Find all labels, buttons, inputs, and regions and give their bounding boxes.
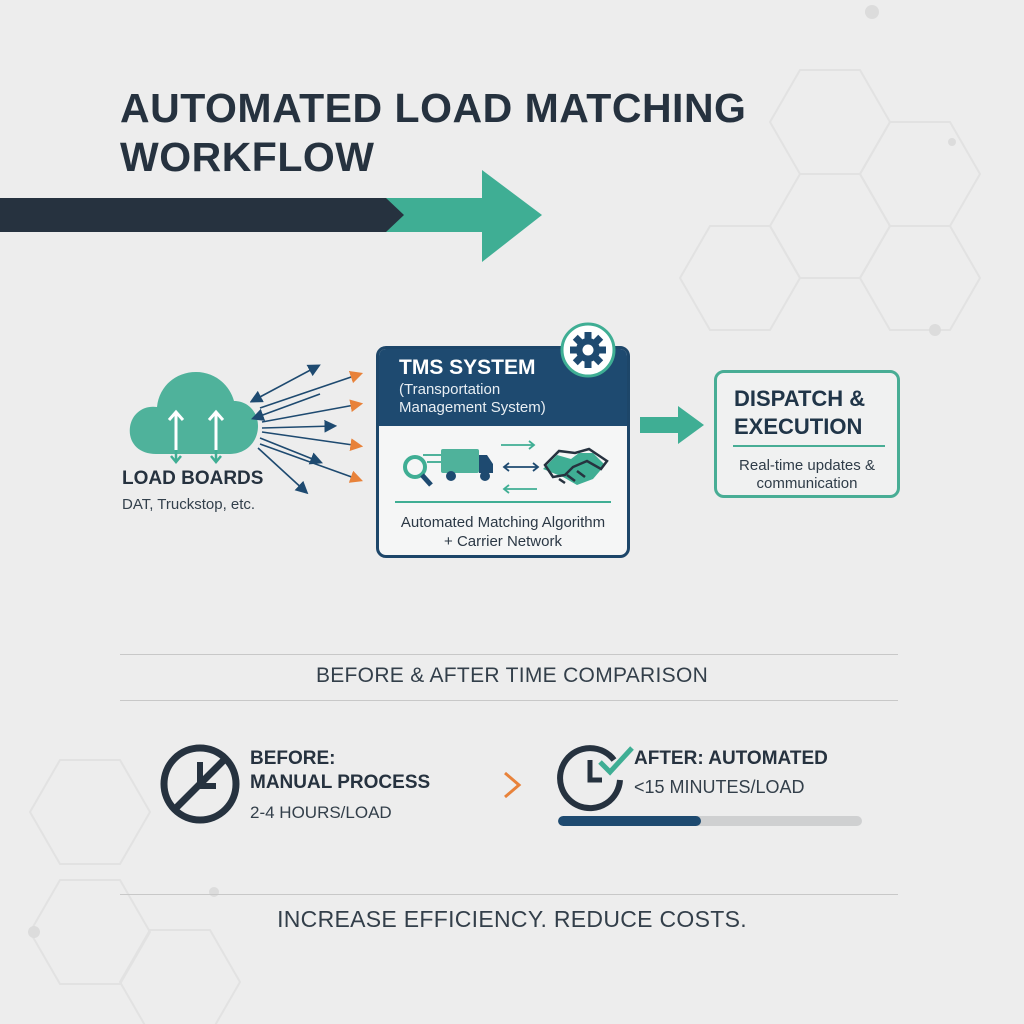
after-time-value: <15 MINUTES/LOAD bbox=[634, 777, 805, 797]
after-label: AFTER: AUTOMATED bbox=[634, 748, 828, 769]
truck-icon bbox=[423, 449, 493, 481]
tms-footer-line-1: Automated Matching Algorithm bbox=[400, 514, 606, 531]
page-title: AUTOMATED LOAD MATCHING WORKFLOW bbox=[120, 84, 746, 182]
dispatch-title: DISPATCH & EXECUTION bbox=[734, 385, 865, 441]
divider-top bbox=[120, 654, 898, 655]
tms-footer-line-2: + Carrier Network bbox=[444, 533, 562, 550]
tms-subtitle-line-2: Management System) bbox=[399, 399, 546, 416]
dispatch-subtitle-line-2: communication bbox=[756, 475, 858, 492]
page-title-line-1: AUTOMATED LOAD MATCHING bbox=[120, 85, 747, 131]
flow-arrow-icon bbox=[640, 406, 704, 444]
gear-icon bbox=[560, 322, 616, 378]
dispatch-title-line-1: DISPATCH & bbox=[734, 386, 866, 411]
tagline: INCREASE EFFICIENCY. REDUCE COSTS. bbox=[277, 906, 747, 932]
connection-arrows-icon bbox=[250, 364, 364, 495]
comparison-heading: BEFORE & AFTER TIME COMPARISON bbox=[315, 664, 709, 687]
after-progress-bar bbox=[558, 816, 862, 826]
tms-subtitle-line-1: (Transportation bbox=[399, 381, 501, 398]
dispatch-execution-card: DISPATCH & EXECUTION Real-time updates &… bbox=[714, 370, 900, 498]
divider-middle bbox=[120, 700, 898, 701]
clock-check-icon bbox=[557, 745, 634, 812]
dispatch-subtitle-line-1: Real-time updates & bbox=[739, 457, 875, 474]
divider-bottom bbox=[120, 894, 898, 895]
after-progress-fill bbox=[558, 816, 701, 826]
cloud-upload-download-icon bbox=[129, 372, 258, 464]
search-icon bbox=[403, 455, 433, 487]
handshake-icon bbox=[543, 447, 609, 485]
load-boards-node bbox=[126, 364, 260, 469]
load-boards-title: LOAD BOARDS bbox=[122, 468, 264, 489]
exchange-arrows-icon bbox=[501, 440, 540, 494]
before-time-value: 2-4 HOURS/LOAD bbox=[250, 803, 392, 822]
dispatch-title-line-2: EXECUTION bbox=[734, 414, 863, 439]
page-title-line-2: WORKFLOW bbox=[120, 134, 375, 180]
no-clock-icon bbox=[160, 744, 240, 824]
load-boards-subtitle: DAT, Truckstop, etc. bbox=[122, 496, 256, 513]
chevron-right-icon bbox=[504, 771, 522, 799]
before-process-label: MANUAL PROCESS bbox=[250, 772, 431, 793]
before-label: BEFORE: bbox=[250, 748, 336, 769]
dispatch-divider bbox=[733, 445, 885, 447]
tms-title: TMS SYSTEM bbox=[399, 356, 536, 379]
tms-system-card: TMS SYSTEM (Transportation Management Sy… bbox=[376, 346, 630, 558]
tms-divider bbox=[395, 501, 611, 503]
hero-arrow-icon bbox=[0, 170, 542, 262]
tms-footer: Automated Matching Algorithm + Carrier N… bbox=[379, 513, 627, 551]
dispatch-subtitle: Real-time updates & communication bbox=[717, 457, 897, 493]
tms-process-icons bbox=[403, 440, 609, 494]
